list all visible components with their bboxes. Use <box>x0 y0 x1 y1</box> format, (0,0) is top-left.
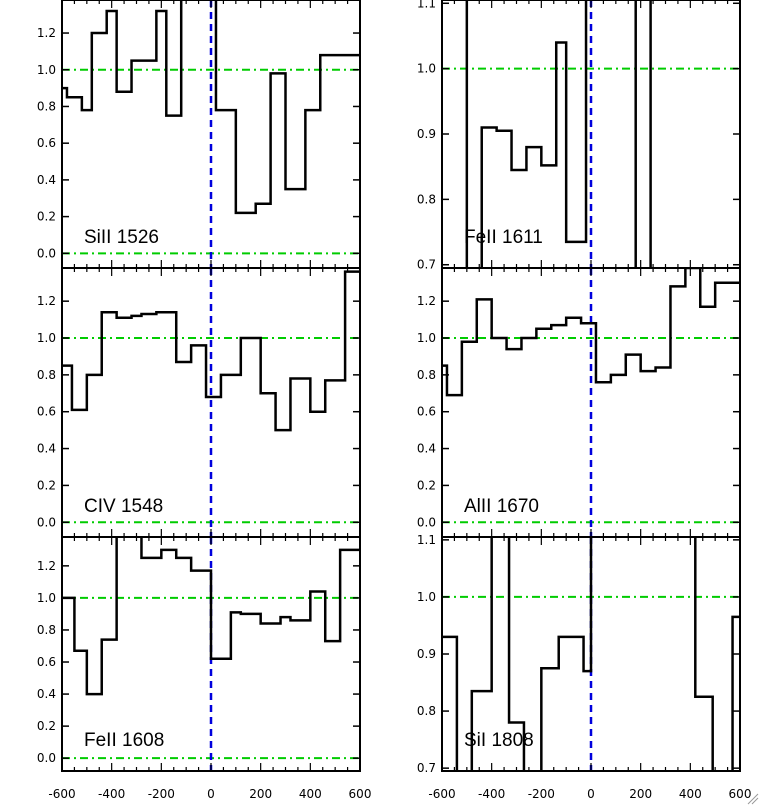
y-tick-label: 0.9 <box>417 647 436 661</box>
x-tick-label: 600 <box>729 787 752 801</box>
x-tick-label: 400 <box>299 787 322 801</box>
x-tick-label: 600 <box>349 787 372 801</box>
panel-label: SiII 1526 <box>84 227 159 248</box>
y-tick-label: 0.6 <box>37 405 56 419</box>
panel-label: AlII 1670 <box>464 496 539 517</box>
y-tick-label: 0.9 <box>417 127 436 141</box>
y-tick-label: 0.4 <box>37 442 56 456</box>
y-tick-label: 0.8 <box>417 368 436 382</box>
x-tick-label: 0 <box>587 787 595 801</box>
y-tick-label: 1.1 <box>417 0 436 10</box>
x-tick-label: -600 <box>428 787 455 801</box>
panel-label: SiI 1808 <box>464 730 534 751</box>
y-tick-label: 1.0 <box>417 590 436 604</box>
y-tick-label: 1.1 <box>417 533 436 547</box>
panel-label: FeII 1611 <box>464 227 543 248</box>
y-tick-label: 1.2 <box>37 26 56 40</box>
y-tick-label: 0.4 <box>37 687 56 701</box>
flux-step-series <box>465 0 652 268</box>
x-tick-label: -200 <box>148 787 175 801</box>
y-tick-label: 1.0 <box>37 591 56 605</box>
x-tick-label: 0 <box>207 787 215 801</box>
y-tick-label: 0.7 <box>417 761 436 775</box>
flux-step-series <box>62 270 360 432</box>
y-tick-label: 1.0 <box>417 331 436 345</box>
y-tick-label: 0.8 <box>417 704 436 718</box>
y-tick-label: 0.2 <box>37 478 56 492</box>
flux-step-series <box>62 537 360 696</box>
y-tick-label: 0.7 <box>417 258 436 272</box>
x-tick-label: 400 <box>679 787 702 801</box>
x-tick-label: -400 <box>98 787 125 801</box>
y-tick-label: 1.2 <box>37 559 56 573</box>
x-tick-label: -400 <box>478 787 505 801</box>
y-tick-label: 1.2 <box>37 294 56 308</box>
y-tick-label: 0.8 <box>37 99 56 113</box>
y-tick-label: 0.6 <box>417 405 436 419</box>
y-tick-label: 0.6 <box>37 655 56 669</box>
y-tick-label: 0.8 <box>37 623 56 637</box>
y-tick-label: 0.2 <box>37 719 56 733</box>
y-tick-label: 0.0 <box>417 515 436 529</box>
x-tick-label: 200 <box>629 787 652 801</box>
y-tick-label: 1.2 <box>417 294 436 308</box>
flux-step-series <box>442 537 740 771</box>
x-tick-label: -600 <box>48 787 75 801</box>
y-tick-label: 0.2 <box>417 478 436 492</box>
y-tick-label: 0.0 <box>37 515 56 529</box>
y-tick-label: 0.0 <box>37 246 56 260</box>
y-tick-label: 0.8 <box>417 192 436 206</box>
y-tick-label: 0.8 <box>37 368 56 382</box>
y-tick-label: 0.0 <box>37 751 56 765</box>
y-tick-label: 0.4 <box>417 442 436 456</box>
y-tick-label: 0.6 <box>37 136 56 150</box>
y-tick-label: 0.4 <box>37 173 56 187</box>
y-tick-label: 1.0 <box>37 331 56 345</box>
flux-step-series <box>62 0 360 215</box>
x-tick-label: -200 <box>528 787 555 801</box>
flux-step-series <box>442 268 740 397</box>
y-tick-label: 0.2 <box>37 210 56 224</box>
y-tick-label: 1.0 <box>37 63 56 77</box>
y-tick-label: 1.0 <box>417 62 436 76</box>
x-tick-label: 200 <box>249 787 272 801</box>
resize-grip-icon[interactable] <box>747 793 759 805</box>
panel-label: FeII 1608 <box>84 730 164 751</box>
panel-label: CIV 1548 <box>84 496 163 517</box>
